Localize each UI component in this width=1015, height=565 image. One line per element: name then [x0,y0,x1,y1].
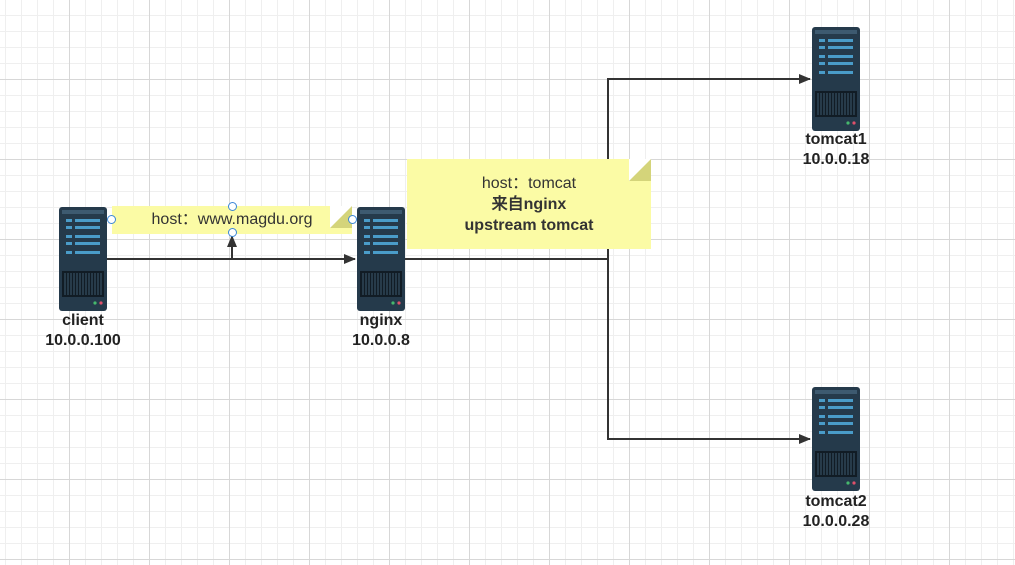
tomcat2-ip: 10.0.0.28 [802,513,870,530]
tomcat2-name: tomcat2 [805,493,867,510]
nginx-forward-note-host: host：tomcat [481,175,577,192]
selection-handle-top[interactable] [228,202,237,211]
connector-nginx-to-tomcat2[interactable] [607,259,811,444]
nginx-forward-note[interactable]: host：tomcat 来自nginx upstream tomcat [407,159,651,249]
client-server-icon[interactable] [59,207,107,311]
tomcat2-server-icon[interactable] [812,387,860,491]
nginx-forward-note-upstream: upstream tomcat [464,217,594,234]
nginx-forward-note-source: 来自nginx [491,196,567,213]
note-fold-corner [629,159,651,181]
nginx-ip: 10.0.0.8 [352,332,410,349]
client-request-note-text: host：www.magdu.org [151,211,313,228]
client-ip: 10.0.0.100 [45,332,121,349]
selection-handle-bottom[interactable] [228,228,237,237]
client-node-label: client 10.0.0.100 [13,311,153,351]
note-fold-corner [330,206,352,228]
tomcat1-ip: 10.0.0.18 [802,151,870,168]
nginx-node-label: nginx 10.0.0.8 [311,311,451,351]
nginx-name: nginx [359,312,403,329]
nginx-server-icon[interactable] [357,207,405,311]
client-name: client [62,312,104,329]
selection-handle-right[interactable] [348,215,357,224]
tomcat2-node-label: tomcat2 10.0.0.28 [766,492,906,532]
tomcat1-server-icon[interactable] [812,27,860,131]
selection-handle-left[interactable] [107,215,116,224]
tomcat1-name: tomcat1 [805,131,867,148]
tomcat1-node-label: tomcat1 10.0.0.18 [766,130,906,170]
